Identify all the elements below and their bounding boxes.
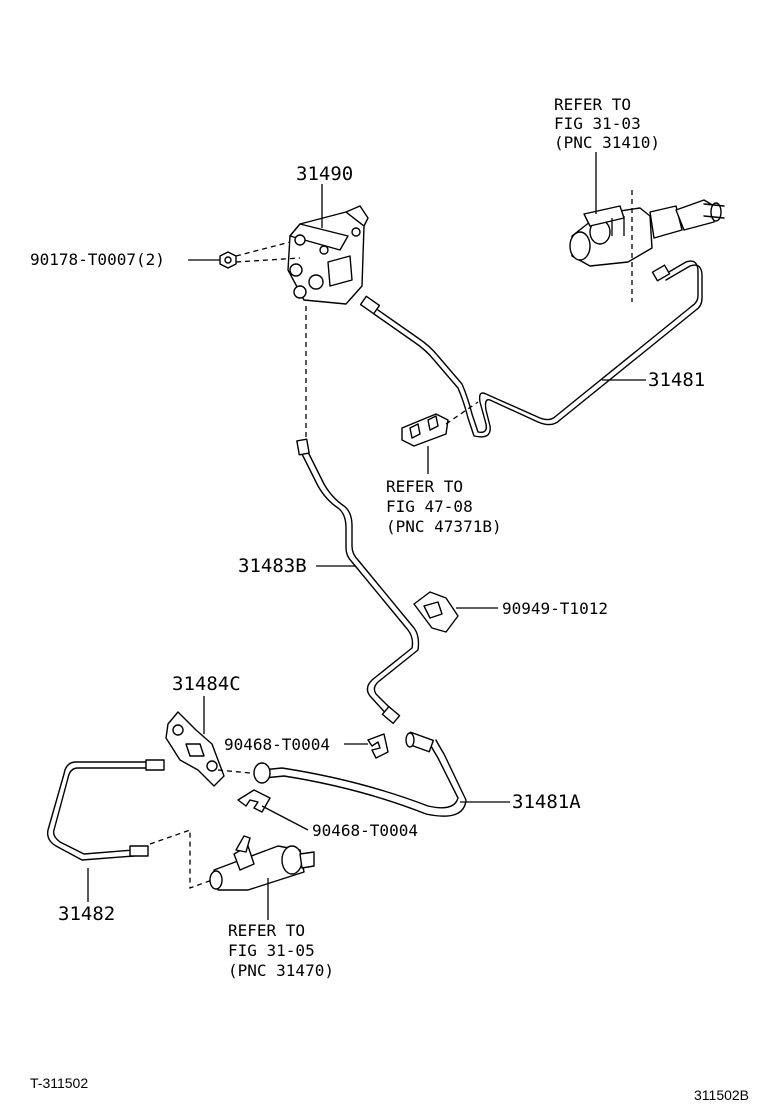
refer-clamp-line1: REFER TO [386, 477, 463, 496]
part-number-90468-upper: 90468-T0004 [224, 735, 330, 754]
footer-figure-id: T-311502 [30, 1075, 88, 1091]
refer-master-line2: FIG 31-03 [554, 114, 641, 133]
footer-figure-code: 311502B [694, 1087, 749, 1103]
clutch-master-cylinder[interactable] [569, 199, 725, 267]
refer-clamp-line2: FIG 47-08 [386, 497, 473, 516]
clip-90468-upper[interactable] [367, 733, 389, 759]
refer-release-line3: (PNC 31470) [228, 961, 334, 980]
clamp-dashed-line [445, 401, 479, 425]
nut-90178[interactable] [219, 251, 237, 269]
clutch-line-31483b[interactable] [296, 438, 420, 725]
refer-master-line1: REFER TO [554, 95, 631, 114]
clip-90468-lower[interactable] [237, 789, 271, 813]
nut-dashed-line-b [235, 257, 301, 263]
part-number-31482: 31482 [58, 903, 115, 925]
nut-dashed-line-a [235, 241, 291, 257]
clutch-line-31482[interactable] [46, 759, 165, 861]
refer-master-line3: (PNC 31410) [554, 133, 660, 152]
part-number-90468-lower: 90468-T0004 [312, 821, 418, 840]
part-number-31483b: 31483B [238, 555, 307, 577]
part-number-31481: 31481 [648, 369, 705, 391]
part-number-90178: 90178-T0007(2) [30, 250, 165, 269]
flexible-hose-31481a[interactable] [253, 731, 467, 817]
refer-release-line1: REFER TO [228, 921, 305, 940]
bracket-31484c[interactable] [165, 711, 225, 787]
part-number-31484c: 31484C [172, 673, 241, 695]
part-number-31481a: 31481A [512, 791, 581, 813]
release-cylinder-dashed-line [149, 829, 213, 889]
clamp-90949[interactable] [413, 591, 459, 633]
clutch-valve-31490[interactable] [287, 205, 369, 305]
leader-90468-lower [261, 805, 309, 831]
part-number-31490: 31490 [296, 163, 353, 185]
release-cylinder[interactable] [209, 835, 315, 891]
clutch-line-31481[interactable] [359, 260, 703, 438]
refer-clamp-line3: (PNC 47371B) [386, 517, 502, 536]
refer-release-line2: FIG 31-05 [228, 941, 315, 960]
part-number-90949: 90949-T1012 [502, 599, 608, 618]
pipe-clamp-47371b[interactable] [401, 413, 449, 447]
